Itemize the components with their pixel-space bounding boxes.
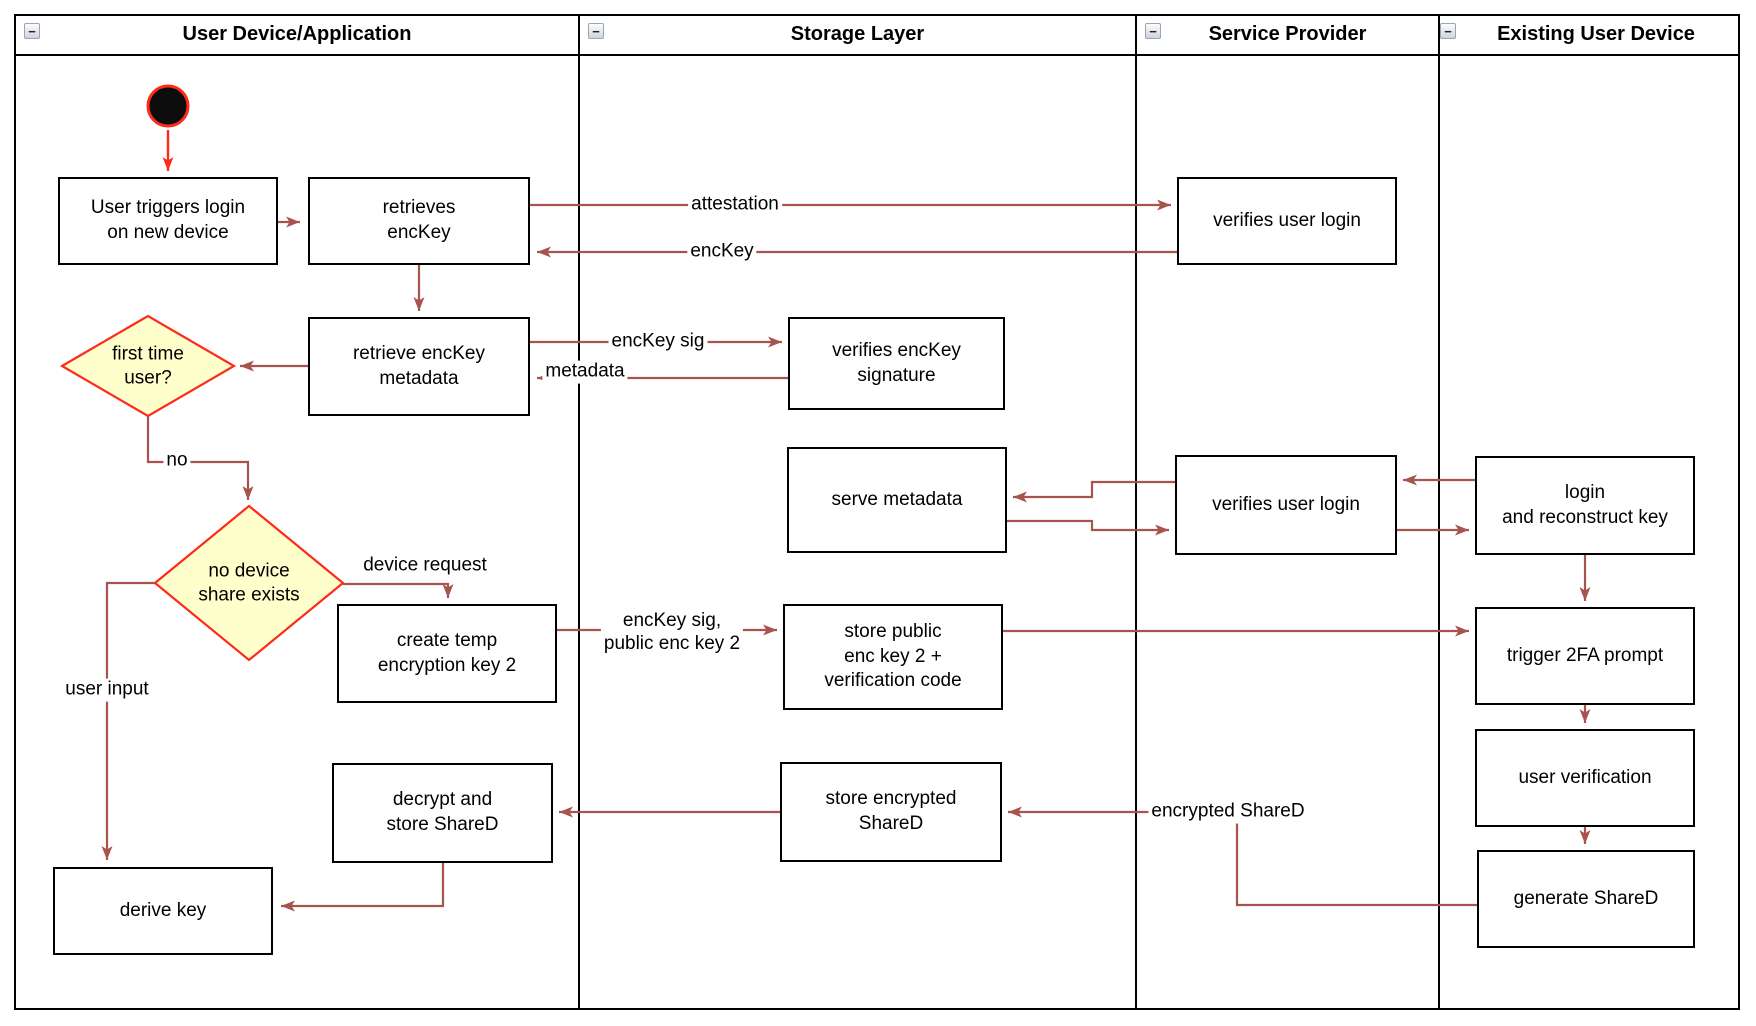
decision-first-time-user[interactable] xyxy=(59,314,237,418)
node-user-verification[interactable]: user verification xyxy=(1475,729,1695,827)
node-store-public-key[interactable]: store public enc key 2 + verification co… xyxy=(783,604,1003,710)
lane-divider-1 xyxy=(578,14,580,1010)
lane-title: Existing User Device xyxy=(1497,22,1695,45)
connector-encrypted-shared xyxy=(1008,806,1477,907)
edge-label-user-input: user input xyxy=(62,678,152,702)
node-generate-shared[interactable]: generate ShareD xyxy=(1477,850,1695,948)
minus-glyph: − xyxy=(592,23,600,39)
node-derive-key[interactable]: derive key xyxy=(53,867,273,955)
node-login-reconstruct-key[interactable]: login and reconstruct key xyxy=(1475,456,1695,555)
edge-label-attestation: attestation xyxy=(688,193,782,217)
lane-header-service-provider[interactable]: Service Provider xyxy=(1137,14,1438,54)
lane-header-storage[interactable]: Storage Layer xyxy=(580,14,1135,54)
lane-header-existing-device[interactable]: Existing User Device xyxy=(1452,14,1740,54)
node-serve-metadata[interactable]: serve metadata xyxy=(787,447,1007,553)
edge-label-enckey-sig: encKey sig xyxy=(608,330,708,354)
lane-title: Storage Layer xyxy=(790,22,925,45)
initial-node[interactable] xyxy=(146,84,190,128)
node-decrypt-store-shared[interactable]: decrypt and store ShareD xyxy=(332,763,553,863)
lane-header-divider xyxy=(14,54,1740,56)
decision-label-no-device-share: no device share exists xyxy=(198,560,300,605)
collapse-icon[interactable]: − xyxy=(1145,23,1161,39)
collapse-icon[interactable]: − xyxy=(588,23,604,39)
collapse-icon[interactable]: − xyxy=(24,23,40,39)
node-store-encrypted-shared[interactable]: store encrypted ShareD xyxy=(780,762,1002,862)
connector-decrypt-to-derive xyxy=(281,863,445,912)
node-sp-verifies-login-top[interactable]: verifies user login xyxy=(1177,177,1397,265)
connector-verify-to-serve-metadata xyxy=(1013,480,1175,503)
edge-label-no: no xyxy=(163,449,191,473)
node-trigger-2fa[interactable]: trigger 2FA prompt xyxy=(1475,607,1695,705)
lane-title: User Device/Application xyxy=(182,22,412,45)
minus-glyph: − xyxy=(1444,23,1452,39)
edge-label-enckey-sig-public: encKey sig, public enc key 2 xyxy=(600,610,744,656)
node-retrieves-enckey[interactable]: retrieves encKey xyxy=(308,177,530,265)
lane-divider-3 xyxy=(1438,14,1440,1010)
node-sp-verifies-login-mid[interactable]: verifies user login xyxy=(1175,455,1397,555)
collapse-icon[interactable]: − xyxy=(1440,23,1456,39)
minus-glyph: − xyxy=(1149,23,1157,39)
decision-label-first-time: first time user? xyxy=(112,343,184,388)
lane-title: Service Provider xyxy=(1208,22,1367,45)
connector-serve-metadata-to-verify xyxy=(1007,519,1169,536)
minus-glyph: − xyxy=(28,23,36,39)
connector-user-input xyxy=(101,581,155,860)
connector-no-branch xyxy=(146,416,254,500)
connector-device-request xyxy=(343,582,454,598)
node-retrieve-enckey-metadata[interactable]: retrieve encKey metadata xyxy=(308,317,530,416)
edge-label-encrypted-shared: encrypted ShareD xyxy=(1148,800,1308,824)
node-user-triggers-login[interactable]: User triggers login on new device xyxy=(58,177,278,265)
lane-divider-2 xyxy=(1135,14,1137,1010)
edge-label-device-request: device request xyxy=(363,554,487,576)
node-verifies-enckey-signature[interactable]: verifies encKey signature xyxy=(788,317,1005,410)
node-create-temp-key[interactable]: create temp encryption key 2 xyxy=(337,604,557,703)
edge-label-metadata: metadata xyxy=(542,360,628,384)
lane-header-user-device[interactable]: User Device/Application xyxy=(16,14,578,54)
edge-label-enckey: encKey xyxy=(687,240,757,264)
